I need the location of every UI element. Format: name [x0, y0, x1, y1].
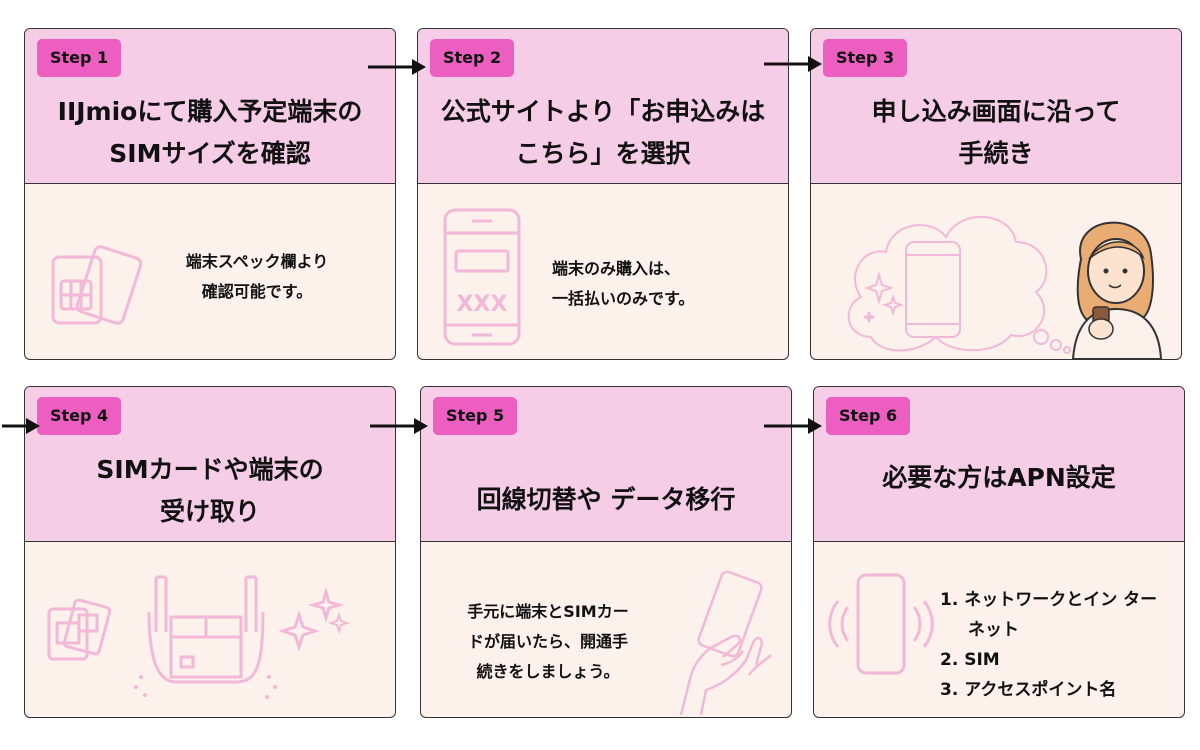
sim-cards-icon [51, 245, 143, 325]
step-badge: Step 2 [430, 39, 515, 77]
arrow-right-icon [368, 59, 426, 75]
arrow-right-icon [764, 56, 822, 72]
step-header: Step 6 必要な方はAPN設定 [814, 387, 1184, 542]
step-badge: Step 3 [823, 39, 908, 77]
step-card-2: Step 2 公式サイトより「お申込みは こちら」を選択 XXX 端末のみ購入は… [417, 28, 789, 360]
step-header: Step 3 申し込み画面に沿って 手続き [811, 29, 1181, 184]
step-card-6: Step 6 必要な方はAPN設定 1. ネットワークとイン ターネット 2. … [813, 386, 1185, 718]
list-item: 3. アクセスポイント名 [940, 680, 1117, 700]
hand-holding-phone-icon [679, 570, 772, 715]
step-header: Step 4 SIMカードや端末の 受け取り [25, 387, 395, 542]
step-badge: Step 1 [37, 39, 122, 77]
step-header: Step 1 IIJmioにて購入予定端末の SIMサイズを確認 [25, 29, 395, 184]
step-description: 端末のみ購入は、 一括払いのみです。 [552, 259, 695, 308]
step-title: 回線切替や データ移行 [476, 485, 736, 514]
step-title: 必要な方はAPN設定 [882, 463, 1116, 492]
arrow-right-icon [764, 418, 822, 434]
step-card-4: Step 4 SIMカードや端末の 受け取り [24, 386, 396, 718]
list-item: 1. ネットワークとイン ターネット [940, 590, 1158, 640]
delivery-package-icon [47, 575, 351, 699]
step-description: 手元に端末とSIMカー ドが届いたら、開通手 続きをしましょう。 [467, 602, 629, 681]
step-header: Step 5 回線切替や データ移行 [421, 387, 791, 542]
phone-screen-text: XXX [457, 292, 508, 317]
smartphone-icon: XXX [443, 208, 521, 346]
step-card-3: Step 3 申し込み画面に沿って 手続き [810, 28, 1182, 360]
step-badge: Step 4 [37, 397, 122, 435]
step-title: 公式サイトより「お申込みは こちら」を選択 [440, 97, 766, 168]
phone-vibrating-icon [828, 573, 934, 675]
step-card-5: Step 5 回線切替や データ移行 手元に端末とSIMカー ドが届いたら、開通… [420, 386, 792, 718]
step-badge: Step 5 [433, 397, 518, 435]
step-badge: Step 6 [826, 397, 911, 435]
apn-steps-list: 1. ネットワークとイン ターネット 2. SIM 3. アクセスポイント名 [940, 585, 1172, 705]
arrow-right-icon [370, 418, 428, 434]
step-card-1: Step 1 IIJmioにて購入予定端末の SIMサイズを確認 端末スペック欄… [24, 28, 396, 360]
step-header: Step 2 公式サイトより「お申込みは こちら」を選択 [418, 29, 788, 184]
step-title: IIJmioにて購入予定端末の SIMサイズを確認 [57, 97, 363, 168]
list-item: 2. SIM [940, 650, 1000, 670]
woman-with-phone-icon [1071, 221, 1163, 359]
step-description: 端末スペック欄より 確認可能です。 [185, 252, 329, 301]
arrow-right-icon [2, 418, 40, 434]
thinking-cloud-phone-icon [847, 215, 1071, 354]
step-title: 申し込み画面に沿って 手続き [871, 97, 1121, 168]
step-title: SIMカードや端末の 受け取り [96, 455, 324, 526]
